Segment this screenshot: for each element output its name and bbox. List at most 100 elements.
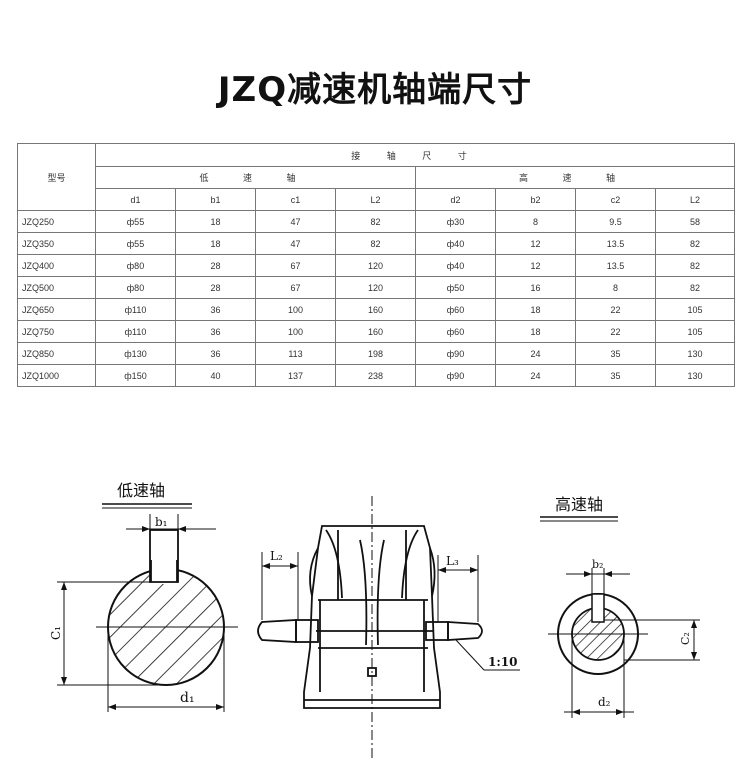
shaft-diagram: 低速轴 b₁ C₁ d₁ (49, 481, 700, 760)
high-speed-header: 高 速 轴 (414, 166, 736, 189)
value-cell: 9.5 (575, 210, 656, 233)
column-header: c1 (255, 188, 336, 211)
column-header: L2 (335, 188, 416, 211)
value-cell: ф90 (415, 364, 496, 387)
value-cell: 36 (175, 320, 256, 343)
value-cell: 67 (255, 254, 336, 277)
value-cell: 8 (575, 276, 656, 299)
value-cell: ф40 (415, 254, 496, 277)
value-cell: 100 (255, 298, 336, 321)
value-cell: ф150 (95, 364, 176, 387)
value-cell: 160 (335, 320, 416, 343)
value-cell: 198 (335, 342, 416, 365)
value-cell: 238 (335, 364, 416, 387)
value-cell: 160 (335, 298, 416, 321)
value-cell: ф50 (415, 276, 496, 299)
value-cell: 35 (575, 342, 656, 365)
page-title: JZQ减速机轴端尺寸 (217, 70, 533, 110)
low-shaft-title: 低速轴 (117, 481, 165, 500)
model-cell: JZQ400 (17, 254, 96, 277)
value-cell: ф130 (95, 342, 176, 365)
value-cell: 18 (175, 232, 256, 255)
column-header: b2 (495, 188, 576, 211)
value-cell: ф30 (415, 210, 496, 233)
value-cell: 12 (495, 232, 576, 255)
value-cell: 137 (255, 364, 336, 387)
value-cell: 24 (495, 364, 576, 387)
value-cell: ф55 (95, 232, 176, 255)
value-cell: 130 (654, 342, 736, 365)
value-cell: 82 (335, 232, 416, 255)
column-header: L2 (654, 188, 736, 211)
low-speed-header: 低 速 轴 (95, 166, 416, 189)
value-cell: ф55 (95, 210, 176, 233)
value-cell: 40 (175, 364, 256, 387)
value-cell: 130 (654, 364, 736, 387)
model-cell: JZQ500 (17, 276, 96, 299)
value-cell: 100 (255, 320, 336, 343)
high-speed-shaft-figure: 高速轴 b₂ C₂ d₂ (540, 495, 700, 718)
value-cell: 22 (575, 320, 656, 343)
model-cell: JZQ250 (17, 210, 96, 233)
value-cell: 120 (335, 254, 416, 277)
value-cell: 28 (175, 254, 256, 277)
high-shaft-title: 高速轴 (555, 495, 603, 514)
model-cell: JZQ650 (17, 298, 96, 321)
value-cell: 22 (575, 298, 656, 321)
value-cell: 47 (255, 210, 336, 233)
d2-label: d₂ (598, 695, 611, 709)
value-cell: 16 (495, 276, 576, 299)
value-cell: 82 (654, 254, 736, 277)
column-header: d2 (415, 188, 496, 211)
value-cell: 24 (495, 342, 576, 365)
value-cell: ф110 (95, 320, 176, 343)
c2-label: C₂ (679, 632, 692, 645)
value-cell: 18 (175, 210, 256, 233)
value-cell: ф90 (415, 342, 496, 365)
c1-label: C₁ (49, 626, 63, 640)
value-cell: 13.5 (575, 232, 656, 255)
value-cell: 18 (495, 320, 576, 343)
value-cell: 82 (654, 276, 736, 299)
value-cell: 120 (335, 276, 416, 299)
value-cell: ф60 (415, 320, 496, 343)
model-cell: JZQ1000 (17, 364, 96, 387)
model-cell: JZQ850 (17, 342, 96, 365)
value-cell: ф80 (95, 254, 176, 277)
value-cell: 113 (255, 342, 336, 365)
model-header: 型号 (17, 143, 96, 211)
value-cell: 105 (654, 298, 736, 321)
value-cell: 8 (495, 210, 576, 233)
value-cell: 28 (175, 276, 256, 299)
value-cell: 13.5 (575, 254, 656, 277)
value-cell: 82 (654, 232, 736, 255)
value-cell: ф110 (95, 298, 176, 321)
model-cell: JZQ750 (17, 320, 96, 343)
l2-label: L₂ (270, 549, 283, 563)
value-cell: 18 (495, 298, 576, 321)
value-cell: 82 (335, 210, 416, 233)
reducer-side-view (257, 496, 520, 760)
low-speed-shaft-figure: 低速轴 b₁ C₁ d₁ (49, 481, 238, 712)
value-cell: ф80 (95, 276, 176, 299)
value-cell: ф60 (415, 298, 496, 321)
value-cell: 35 (575, 364, 656, 387)
l3-label: L₃ (446, 554, 459, 568)
value-cell: 12 (495, 254, 576, 277)
dimension-table: 型号 接 轴 尺 寸 低 速 轴 高 速 轴 d1 b1 c1 L2 d2 b2… (17, 143, 736, 387)
d1-label: d₁ (180, 690, 195, 706)
model-cell: JZQ350 (17, 232, 96, 255)
value-cell: 36 (175, 298, 256, 321)
column-header: c2 (575, 188, 656, 211)
value-cell: 67 (255, 276, 336, 299)
column-header: b1 (175, 188, 256, 211)
value-cell: 105 (654, 320, 736, 343)
